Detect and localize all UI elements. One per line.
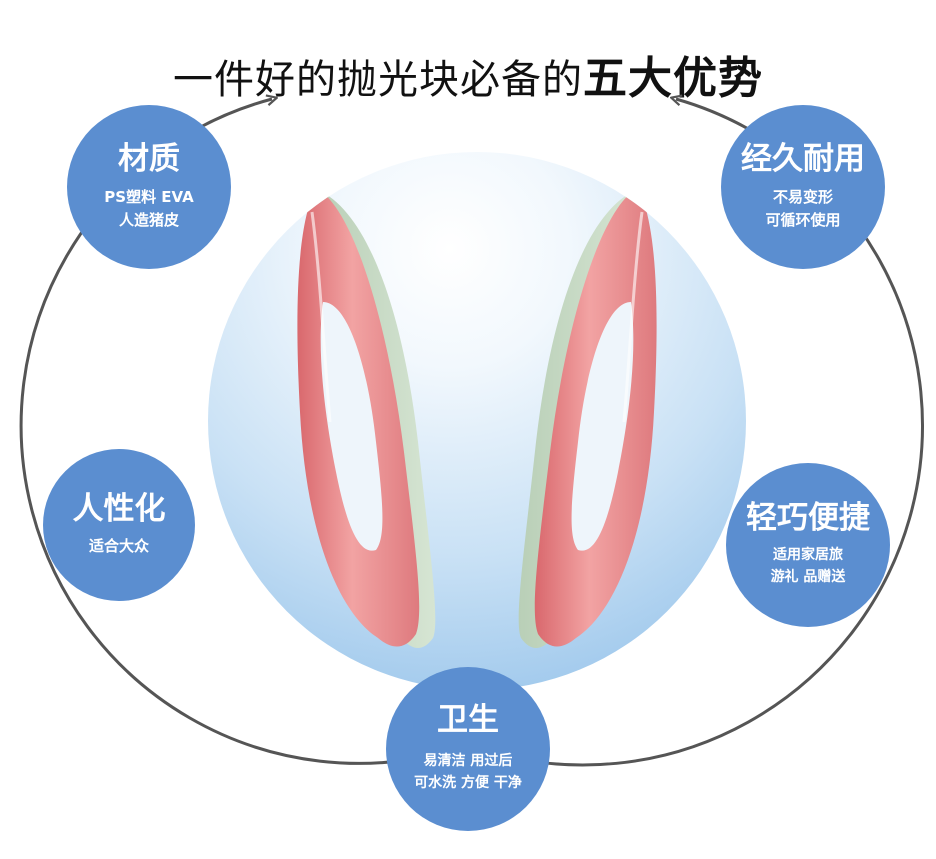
feature-heading: 卫生 bbox=[437, 702, 499, 739]
feature-heading: 人性化 bbox=[72, 490, 166, 527]
feature-bubble-durable: 经久耐用 不易变形 可循环使用 bbox=[721, 105, 885, 269]
feature-bubble-hygiene: 卫生 易清洁 用过后 可水洗 方便 干净 bbox=[386, 667, 550, 831]
product-hero-circle bbox=[208, 152, 746, 690]
feature-line: 可循环使用 bbox=[765, 210, 841, 229]
feature-line: 可水洗 方便 干净 bbox=[414, 774, 522, 791]
feature-heading: 轻巧便捷 bbox=[746, 500, 870, 537]
feature-line: 适用家居旅 bbox=[773, 547, 843, 564]
feature-line: 易清洁 用过后 bbox=[423, 753, 513, 770]
feature-heading: 经久耐用 bbox=[741, 140, 865, 177]
feature-line: PS塑料 EVA bbox=[104, 187, 194, 206]
feature-heading: 材质 bbox=[118, 140, 180, 177]
feature-line: 人造猪皮 bbox=[118, 210, 179, 229]
polishing-block-pair-image bbox=[297, 188, 657, 648]
feature-bubble-portable: 轻巧便捷 适用家居旅 游礼 品赠送 bbox=[726, 463, 890, 627]
page-title: 一件好的抛光块必备的五大优势 bbox=[0, 42, 936, 106]
feature-bubble-ergonomic: 人性化 适合大众 bbox=[43, 449, 195, 601]
feature-line: 不易变形 bbox=[772, 187, 833, 206]
left-polishing-block bbox=[297, 188, 436, 648]
title-prefix: 一件好的抛光块必备的 bbox=[173, 57, 583, 103]
feature-line: 游礼 品赠送 bbox=[770, 568, 846, 585]
feature-bubble-material: 材质 PS塑料 EVA 人造猪皮 bbox=[67, 105, 231, 269]
feature-line: 适合大众 bbox=[88, 537, 149, 556]
right-polishing-block bbox=[518, 188, 657, 648]
